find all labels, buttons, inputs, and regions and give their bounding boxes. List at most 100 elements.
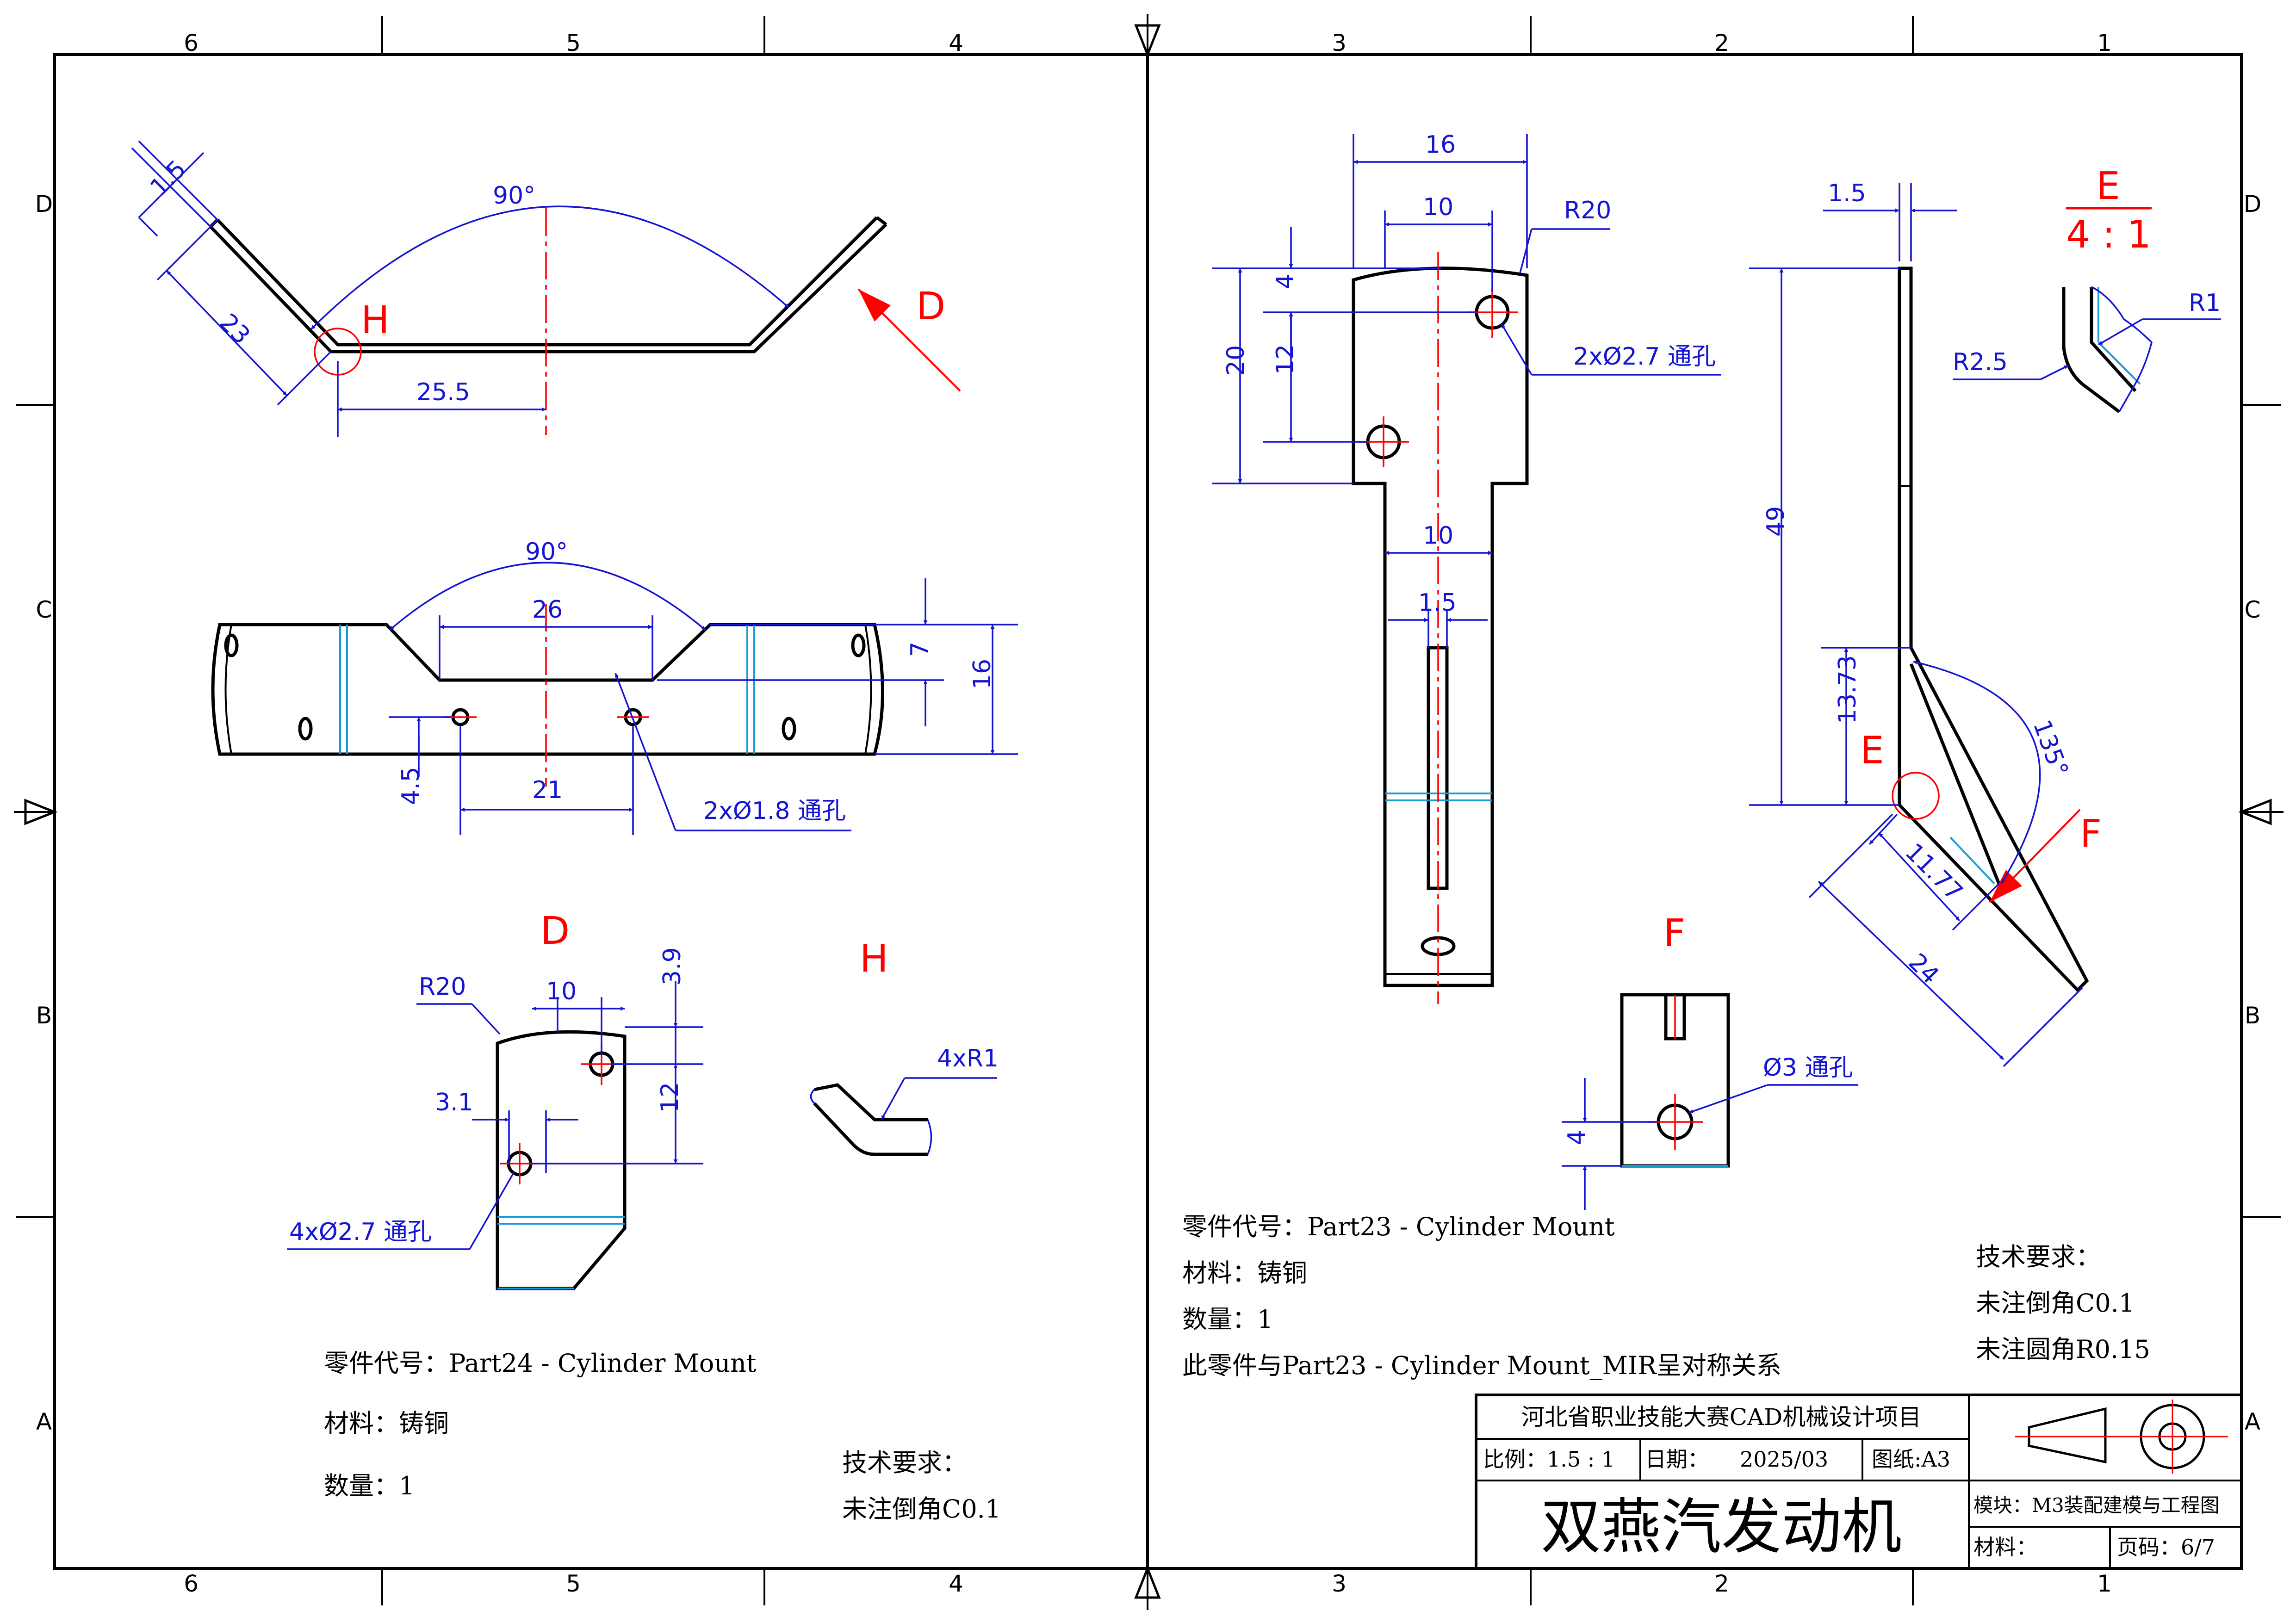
dim-16-width: 16 [968, 659, 996, 689]
dim-20: 20 [1222, 345, 1250, 376]
title-date: 2025/03 [1740, 1447, 1828, 1472]
dim-49: 49 [1762, 506, 1790, 537]
title-project: 河北省职业技能大赛CAD机械设计项目 [1521, 1404, 1921, 1431]
zone-col-5-top: 5 [566, 30, 581, 56]
dim-24: 24 [1903, 948, 1944, 990]
dim-r20-view-d: R20 [419, 973, 466, 1001]
dim-10-neck: 10 [1423, 522, 1453, 550]
dim-r2-5-detail: R2.5 [1953, 348, 2008, 376]
title-block: 河北省职业技能大赛CAD机械设计项目 比例：1.5 : 1 日期： 2025/0… [1475, 1394, 2243, 1570]
dim-13-73: 13.73 [1834, 655, 1862, 724]
note-part23-qty: 数量：1 [1182, 1305, 1273, 1334]
dim-16-top: 16 [1425, 131, 1456, 159]
zone-row-d-right: D [2244, 191, 2262, 217]
zone-col-1-top: 1 [2097, 30, 2112, 56]
dim-7: 7 [906, 642, 934, 657]
dim-4-top: 4 [1272, 274, 1299, 289]
dim-1-5-slot: 1.5 [1418, 589, 1457, 617]
dim-11-77: 11.77 [1899, 838, 1968, 906]
view-d-arrow-label: D [916, 285, 945, 328]
view-d-title: D [540, 909, 570, 953]
note-part23-mirror: 此零件与Part23 - Cylinder Mount_MIR呈对称关系 [1182, 1351, 1781, 1380]
note-part23-part: 零件代号：Part23 - Cylinder Mount [1182, 1212, 1615, 1241]
part23-view-f: F Ø3 通孔 4 [1562, 911, 1858, 1210]
dim-1-5-thickness: 1.5 [145, 155, 192, 202]
dim-4-view-f: 4 [1563, 1130, 1591, 1145]
dim-1-5-side: 1.5 [1828, 180, 1866, 207]
dim-r1-detail: R1 [2189, 289, 2221, 317]
view-f-arrow-label: F [2080, 812, 2102, 856]
notes-part23: 零件代号：Part23 - Cylinder Mount 材料：铸铜 数量：1 … [1182, 1212, 2150, 1380]
dim-r20-top: R20 [1564, 197, 1611, 224]
dim-90-flat: 90° [525, 538, 568, 566]
part24-detail-h: H 4xR1 [810, 937, 999, 1156]
dim-25-5: 25.5 [416, 378, 470, 406]
callout-hole-3: Ø3 通孔 [1763, 1054, 1853, 1082]
note-part23-tech-1: 未注倒角C0.1 [1976, 1288, 2135, 1318]
part23-detail-e: E 4 : 1 R1 R2.5 [1953, 164, 2221, 413]
callout-4x-hole-2-7: 4xØ2.7 通孔 [289, 1218, 432, 1246]
note-part24-tech-1: 未注倒角C0.1 [842, 1494, 1001, 1524]
callout-2x-hole-2-7: 2xØ2.7 通孔 [1573, 343, 1716, 371]
part23-front-view: 16 10 R20 4 12 20 2xØ2.7 通孔 10 1.5 [1212, 131, 1721, 1004]
view-f-title: F [1663, 911, 1685, 955]
dim-3-9: 3.9 [658, 947, 686, 985]
dim-21: 21 [532, 776, 563, 804]
callout-4x-r1: 4xR1 [937, 1045, 999, 1072]
part24-front-view: H D 1.5 23 90° 25.5 [131, 140, 961, 437]
part24-view-d: D 10 R20 3.9 12 3.1 4xØ2.7 通孔 [287, 909, 703, 1290]
note-part23-tech-2: 未注圆角R0.15 [1976, 1335, 2150, 1364]
note-part23-material: 材料：铸铜 [1182, 1258, 1307, 1288]
zone-row-c-left: C [36, 596, 52, 623]
dim-3-1: 3.1 [435, 1089, 473, 1116]
note-part24-material: 材料：铸铜 [324, 1409, 449, 1438]
note-part24-qty: 数量：1 [324, 1471, 415, 1500]
zone-col-3-top: 3 [1332, 30, 1347, 56]
dim-10-top: 10 [1423, 193, 1453, 221]
zone-row-b-right: B [2245, 1002, 2260, 1029]
title-module: 模块：M3装配建模与工程图 [1973, 1494, 2220, 1517]
zone-labels: 6 5 4 3 2 1 6 5 4 3 2 1 D C B A D C B A [35, 30, 2262, 1597]
note-part24-tech-title: 技术要求： [842, 1448, 967, 1477]
dim-4-5: 4.5 [397, 767, 425, 805]
dim-26: 26 [532, 596, 563, 624]
zone-col-2-top: 2 [1714, 30, 1729, 56]
title-page: 页码：6/7 [2117, 1535, 2215, 1560]
dim-12-top: 12 [1272, 344, 1299, 375]
title-material-label: 材料： [1973, 1535, 2037, 1560]
title-paper: 图纸:A3 [1872, 1447, 1950, 1472]
zone-row-b-left: B [36, 1002, 52, 1029]
part24-flat-view: 90° 26 7 16 4.5 21 2xØ1.8 通孔 [211, 538, 1018, 835]
dim-90-front: 90° [493, 182, 535, 210]
zone-col-5-bottom: 5 [566, 1570, 581, 1597]
title-date-label: 日期： [1645, 1447, 1709, 1472]
zone-row-c-right: C [2245, 596, 2261, 623]
zone-col-3-bottom: 3 [1332, 1570, 1347, 1597]
dim-23: 23 [214, 309, 255, 350]
zone-col-4-bottom: 4 [949, 1570, 963, 1597]
view-h-label: H [361, 298, 390, 342]
detail-e-title: E [2096, 164, 2120, 208]
dim-10-view-d: 10 [546, 978, 577, 1005]
detail-h-title: H [860, 937, 888, 981]
sheet-frame [14, 14, 2284, 1610]
notes-part24: 零件代号：Part24 - Cylinder Mount 材料：铸铜 数量：1 … [324, 1349, 1001, 1524]
zone-row-a-left: A [36, 1408, 52, 1435]
view-e-label: E [1860, 729, 1884, 773]
note-part24-part: 零件代号：Part24 - Cylinder Mount [324, 1349, 757, 1378]
zone-row-d-left: D [35, 191, 53, 217]
projection-symbol-icon [2015, 1400, 2228, 1474]
note-part23-tech-title: 技术要求： [1976, 1242, 2101, 1271]
zone-col-2-bottom: 2 [1714, 1570, 1729, 1597]
detail-e-scale: 4 : 1 [2066, 213, 2151, 257]
zone-row-a-right: A [2245, 1408, 2260, 1435]
zone-col-4-top: 4 [949, 30, 963, 56]
title-scale: 比例：1.5 : 1 [1483, 1447, 1615, 1472]
zone-col-6-bottom: 6 [184, 1570, 199, 1597]
title-name: 双燕汽发动机 [1541, 1492, 1902, 1562]
dim-135: 135° [2028, 716, 2073, 780]
zone-col-6-top: 6 [184, 30, 199, 56]
zone-col-1-bottom: 1 [2097, 1570, 2112, 1597]
dim-12-view-d: 12 [656, 1082, 684, 1113]
